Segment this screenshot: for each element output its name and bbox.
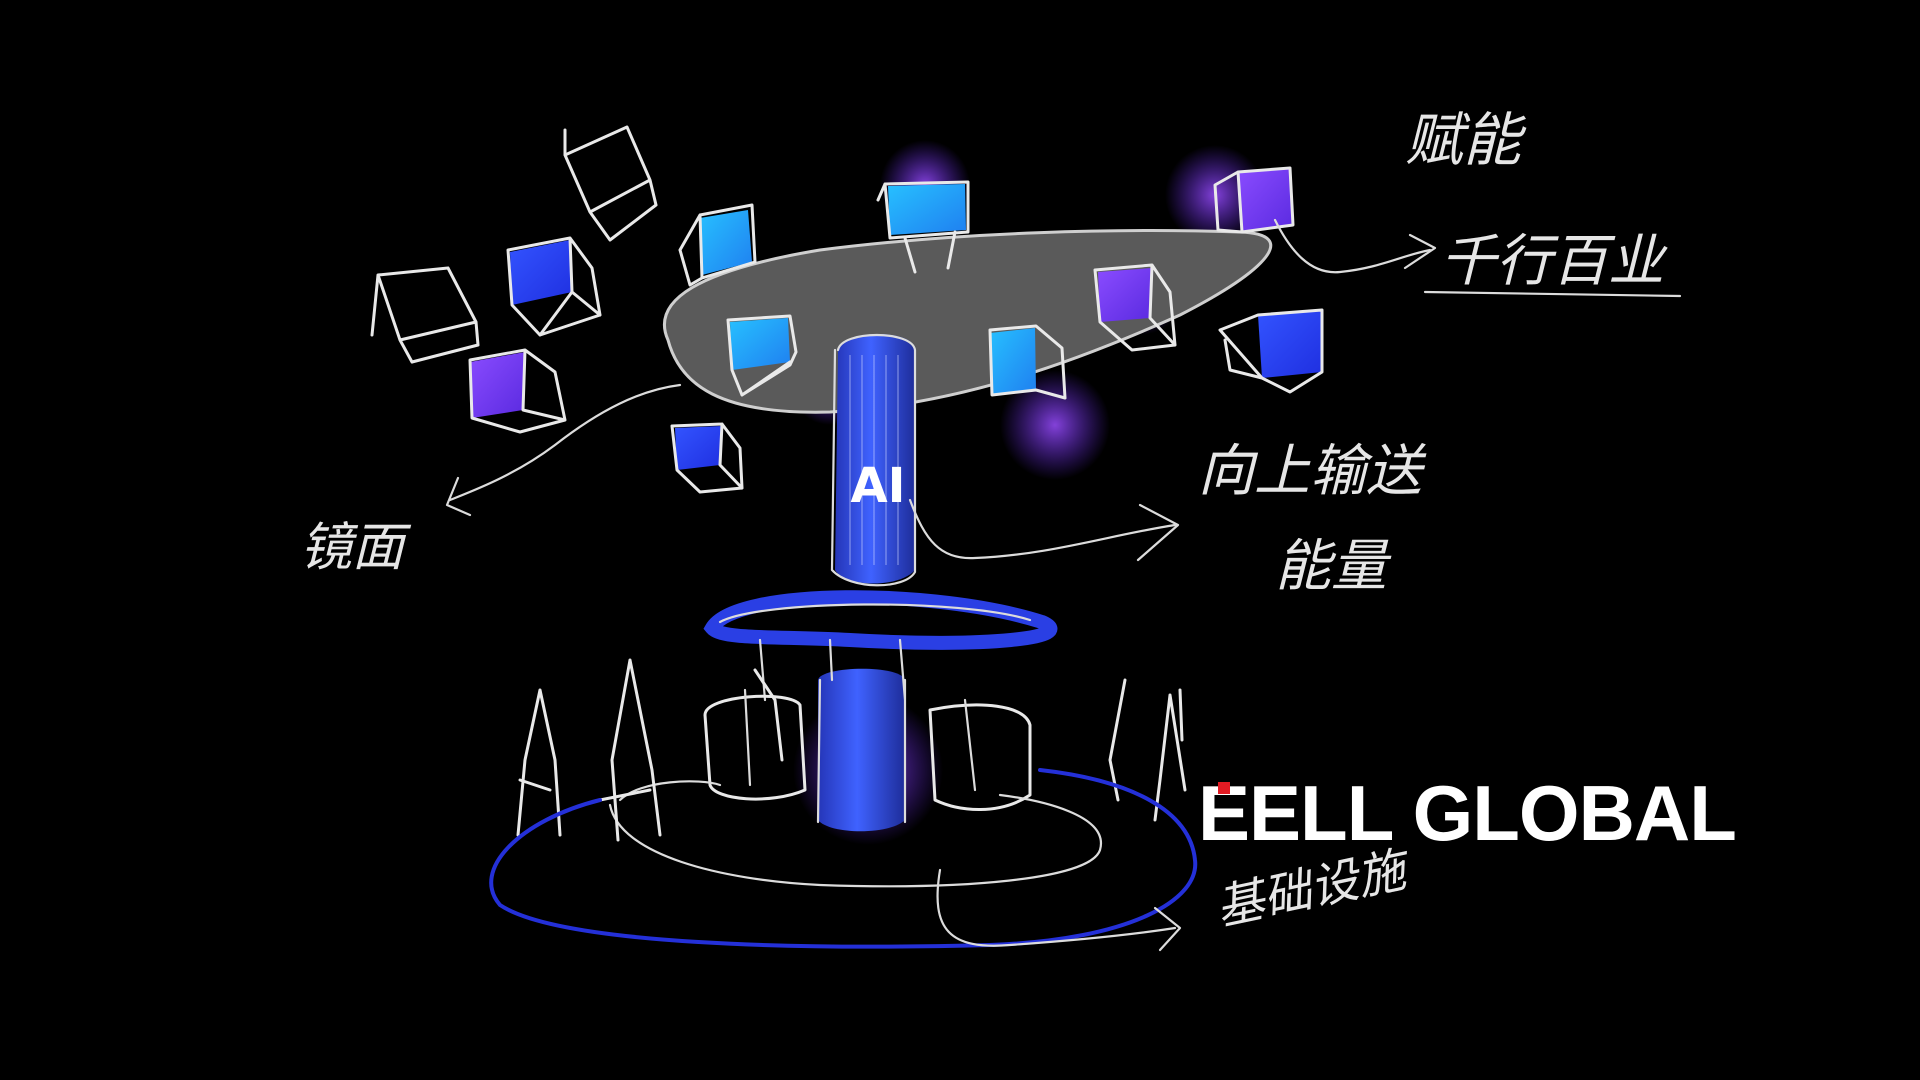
- cube-icon: [670, 422, 744, 494]
- logo-red-mark: [1218, 781, 1230, 794]
- label-transport-line1: 向上输送: [1198, 439, 1427, 504]
- cube-icon: [1093, 263, 1177, 352]
- arrow-icon: [936, 868, 1182, 952]
- brand-logo: E ELL GLOBAL: [1198, 769, 1737, 857]
- label-mirror: 镜面: [300, 518, 412, 578]
- cube-icon: [1213, 166, 1295, 234]
- cube-icon: [876, 180, 970, 274]
- cube-icon: [563, 125, 658, 242]
- label-transport-line2: 能量: [1275, 534, 1392, 599]
- base-structure: [608, 638, 1103, 888]
- arrow-icon: [1273, 218, 1437, 274]
- logo-first-letter: E: [1198, 768, 1250, 857]
- cube-icon: [370, 266, 480, 364]
- cube-icon: [726, 314, 798, 397]
- ring-icon: [703, 590, 1058, 650]
- cube-icon: [468, 348, 567, 434]
- arrow-icon: [908, 498, 1180, 562]
- cube-icon: [988, 324, 1067, 400]
- label-empower: 赋能: [1405, 106, 1527, 174]
- pillar-label: AI: [850, 458, 905, 514]
- logo-text: ELL GLOBAL: [1249, 768, 1737, 857]
- arrow-icon: [445, 383, 682, 517]
- cube-icon: [506, 236, 602, 337]
- cube-icon: [678, 203, 757, 287]
- outer-ring: [489, 768, 1198, 949]
- cube-icon: [1218, 308, 1324, 394]
- pillar-icon: AI: [830, 333, 917, 587]
- label-industries: 千行百业: [1440, 229, 1668, 294]
- industries-underline: [1423, 290, 1682, 298]
